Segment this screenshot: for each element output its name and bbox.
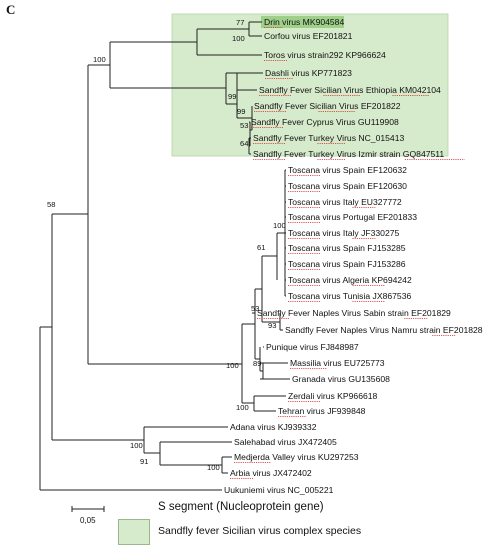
tip-label: Adana virus KJ939332 bbox=[230, 422, 317, 432]
tip-label: Sandfly Fever Naples Virus Namru strain … bbox=[285, 325, 483, 335]
tip-label: Medjerda Valley virus KU297253 bbox=[234, 452, 359, 462]
tip-label: Sandfly Fever Cyprus Virus GU119908 bbox=[251, 117, 399, 127]
bootstrap-sfsv-group: 99 bbox=[228, 92, 236, 101]
tip-label: Sandfly Fever Sicilian Virus Ethiopia KM… bbox=[259, 85, 441, 95]
bootstrap-zerdali-tehran: 100 bbox=[236, 403, 249, 412]
bootstrap-sfsv-ethiopia-rest: 99 bbox=[237, 107, 245, 116]
tip-label: Toscana virus Spain EF120630 bbox=[288, 181, 407, 191]
tip-label: Toscana virus Spain FJ153286 bbox=[288, 259, 406, 269]
tip-label: Arbia virus JX472402 bbox=[230, 468, 312, 478]
tip-label: Punique virus FJ848987 bbox=[266, 342, 359, 352]
tip-label: Zerdali virus KP966618 bbox=[288, 391, 378, 401]
tip-label: Sandfly Fever Naples Virus Sabin strain … bbox=[257, 308, 451, 318]
tip-label: Drin virus MK904584 bbox=[264, 17, 344, 27]
bootstrap-toscana-naples: 53 bbox=[251, 304, 259, 313]
tip-label: Sandfly Fever Sicilian Virus EF201822 bbox=[254, 101, 401, 111]
bootstrap-ingroup: 58 bbox=[47, 200, 55, 209]
legend-title: S segment (Nucleoprotein gene) bbox=[158, 501, 324, 513]
tip-label: Granada virus GU135608 bbox=[292, 374, 390, 384]
bootstrap-medjerda-arbia: 100 bbox=[207, 463, 220, 472]
bootstrap-salehabad-group: 91 bbox=[140, 457, 148, 466]
tip-label: Tehran virus JF939848 bbox=[278, 406, 366, 416]
bootstrap-drin-corfou: 77 bbox=[236, 18, 244, 27]
bootstrap-massilia-granada: 89 bbox=[253, 359, 261, 368]
tip-label: Sandfly Fever Turkey Virus Izmir strain … bbox=[253, 149, 444, 159]
tip-label: Toscana virus Italy JF330275 bbox=[288, 228, 400, 238]
tip-label: Toscana virus Italy EU327772 bbox=[288, 197, 402, 207]
tip-label: Uukuniemi virus NC_005221 bbox=[224, 485, 334, 495]
drin-virus-highlight bbox=[261, 16, 344, 28]
legend-complex-label: Sandfly fever Sicilian virus complex spe… bbox=[158, 525, 362, 537]
tip-label: Toscana virus Spain EF120632 bbox=[288, 165, 407, 175]
bootstrap-toscana-all: 61 bbox=[257, 243, 265, 252]
bootstrap-cyprus-turkey: 53 bbox=[240, 121, 248, 130]
tip-label: Corfou virus EF201821 bbox=[264, 31, 353, 41]
tip-label: Dashli virus KP771823 bbox=[265, 68, 352, 78]
bootstrap-salehabad-adana: 100 bbox=[130, 441, 143, 450]
tip-label: Toros virus strain292 KP966624 bbox=[264, 50, 386, 60]
tip-label: Massilia virus EU725773 bbox=[290, 358, 385, 368]
tip-label: Toscana virus Algeria KP694242 bbox=[288, 275, 412, 285]
bootstrap-toscana-core: 100 bbox=[273, 221, 286, 230]
panel-label: C bbox=[6, 2, 16, 17]
tip-label: Sandfly Fever Turkey Virus NC_015413 bbox=[253, 133, 404, 143]
bootstrap-naples-complex: 100 bbox=[226, 361, 239, 370]
sicilian-complex-highlight bbox=[171, 13, 449, 157]
bootstrap-naples-pair: 93 bbox=[268, 321, 276, 330]
legend-swatch bbox=[118, 519, 150, 545]
bootstrap-drin-corfou-toros: 100 bbox=[232, 34, 245, 43]
tree-branches bbox=[39, 21, 290, 491]
bootstrap-turkey-pair: 64 bbox=[240, 139, 248, 148]
scale-bar-label: 0,05 bbox=[80, 516, 96, 525]
tip-label: Toscana virus Spain FJ153285 bbox=[288, 243, 406, 253]
tip-label: Toscana virus Tunisia JX867536 bbox=[288, 291, 411, 301]
tip-label: Salehabad virus JX472405 bbox=[234, 437, 337, 447]
tip-label: Toscana virus Portugal EF201833 bbox=[288, 212, 417, 222]
bootstrap-sicilian-complex: 100 bbox=[93, 55, 106, 64]
